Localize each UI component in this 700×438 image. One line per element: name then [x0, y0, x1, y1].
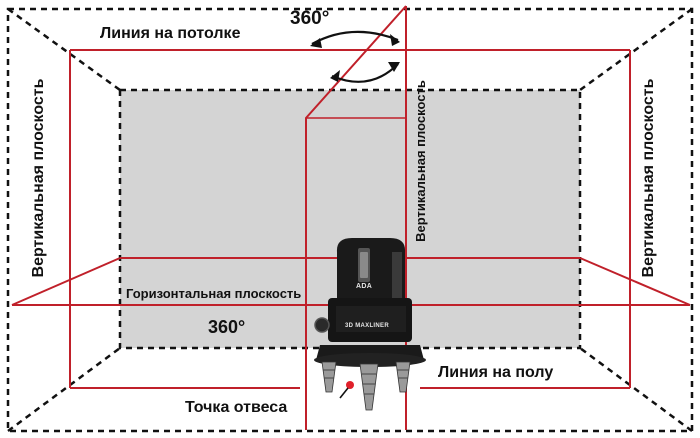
plumb-dot [346, 381, 354, 389]
floor-line-label: Линия на полу [438, 364, 554, 381]
laser-level-device [314, 238, 426, 411]
horizontal-plane-label: Горизонтальная плоскость [126, 286, 302, 301]
center-vertical-plane-label: Вертикальная плоскость [413, 80, 428, 242]
left-vertical-plane-label: Вертикальная плоскость [30, 78, 47, 278]
device-logo-text: ADA [356, 283, 373, 290]
laser-lines [11, 5, 691, 430]
plumb-point-label: Точка отвеса [185, 399, 288, 416]
device-brand-text: 3D MAXLINER [345, 323, 389, 329]
right-vertical-plane-label: Вертикальная плоскость [640, 78, 657, 278]
horizontal-rotation-label: 360° [208, 317, 246, 337]
rotation-arrows-top [310, 30, 400, 83]
ceiling-line-label: Линия на потолке [100, 25, 241, 42]
room-outer-frame [6, 7, 694, 433]
top-rotation-label: 360° [290, 8, 330, 29]
perspective-lines [7, 7, 693, 433]
